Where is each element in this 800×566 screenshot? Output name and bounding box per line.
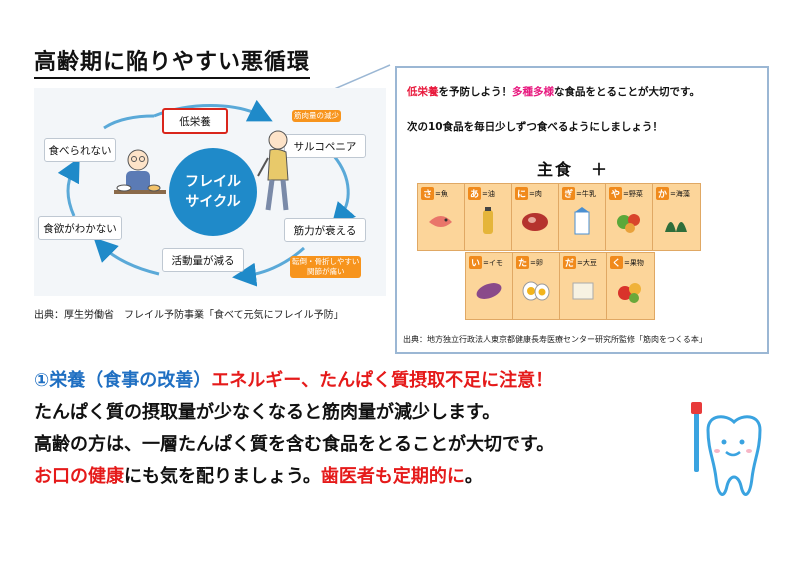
oral-health-black: にも気を配りましょう。 (124, 466, 321, 487)
food-card-label: か=海藻 (656, 187, 690, 200)
page-title: 高齢期に陥りやすい悪循環 (34, 50, 311, 79)
elderly-protein-sentence: 高齢の方は、一層たんぱく質を含む食品をとることが大切です。 (34, 434, 555, 455)
elderly-eating-illustration (114, 149, 166, 194)
food-illustration (476, 283, 502, 299)
food-kana: ぎ (562, 187, 575, 200)
panel-subline: 次の10食品を毎日少しずつ食べるようにしましょう！ (407, 121, 663, 133)
nutrition-heading-red: エネルギー、たんぱく質摂取不足に注意！ (211, 370, 554, 391)
cycle-source-caption: 出典：厚生労働省 フレイル予防事業「食べて元気にフレイル予防」 (34, 310, 344, 321)
food-card: あ=油 (464, 183, 513, 251)
note-fall-line1: 転倒・骨折しやすい (292, 257, 360, 266)
box-cannot-eat: 食べられない (44, 138, 116, 162)
oral-health-end: 。 (464, 466, 483, 487)
circle-line1: フレイル (185, 174, 241, 190)
protein-sentence: たんぱく質の摂取量が少なくなると筋肉量が減少します。 (34, 402, 501, 423)
food-card-label: あ=油 (468, 187, 495, 200)
food-card-label: だ=大豆 (563, 256, 597, 269)
staple-food-label: 主食 ＋ (537, 160, 610, 179)
food-card-label: に=肉 (515, 187, 542, 200)
note-muscle-loss: 筋肉量の減少 (292, 110, 341, 122)
food-card: に=肉 (511, 183, 560, 251)
box-undernutrition: 低栄養 (162, 108, 228, 134)
food-kana: に (515, 187, 528, 200)
frailty-cycle-circle: フレイル サイクル (169, 148, 257, 236)
panel-source-caption: 出典：地方独立行政法人東京都健康長寿医療センター研究所監修「筋肉をつくる本」 (403, 335, 707, 344)
food-illustration (617, 214, 640, 233)
food-kana: い (469, 256, 482, 269)
headline-important: な食品をとることが大切です。 (554, 86, 700, 98)
food-illustration (574, 207, 590, 235)
food-card: い=イモ (465, 252, 514, 320)
food-name: =油 (482, 189, 495, 198)
food-card: ぎ=牛乳 (558, 183, 607, 251)
food-kana: だ (563, 256, 576, 269)
ten-foods-panel: 低栄養を予防しよう！多種多様な食品をとることが大切です。 次の10食品を毎日少し… (395, 66, 769, 354)
oral-health-sentence: お口の健康にも気を配りましょう。歯医者も定期的に。 (34, 462, 483, 488)
food-name: =肉 (529, 189, 542, 198)
food-name: =野菜 (623, 189, 643, 198)
food-name: =大豆 (577, 258, 597, 267)
food-kana: あ (468, 187, 481, 200)
food-illustration (572, 282, 594, 300)
headline-prevent: を予防しよう！ (438, 86, 513, 98)
food-kana: や (609, 187, 622, 200)
food-card-label: い=イモ (469, 256, 503, 269)
oral-health-red: お口の健康 (34, 466, 124, 487)
dentist-red: 歯医者も定期的に (320, 466, 465, 487)
food-illustration (618, 283, 641, 303)
food-illustration (483, 207, 493, 234)
box-weak-muscle: 筋力が衰える (284, 218, 366, 242)
box-less-activity: 活動量が減る (162, 248, 244, 272)
food-card-label: く=果物 (610, 256, 644, 269)
box-no-appetite: 食欲がわかない (38, 216, 122, 240)
note-fall-line2: 関節が痛い (306, 267, 345, 276)
food-card: く=果物 (606, 252, 655, 320)
food-card-label: さ=魚 (421, 187, 448, 200)
circle-line2: サイクル (185, 194, 241, 210)
food-illustration (522, 281, 550, 301)
food-illustration (665, 222, 687, 232)
nutrition-heading-blue: ①栄養（食事の改善） (34, 370, 212, 391)
food-kana: さ (421, 187, 434, 200)
frailty-cycle-diagram: 低栄養 サルコペニア 筋力が衰える 活動量が減る 食欲がわかない 食べられない … (34, 88, 386, 296)
panel-headline: 低栄養を予防しよう！多種多様な食品をとることが大切です。 (407, 84, 700, 99)
food-kana: か (656, 187, 669, 200)
food-illustration (429, 216, 452, 227)
food-card: だ=大豆 (559, 252, 608, 320)
note-fall-risk: 転倒・骨折しやすい 関節が痛い (290, 256, 362, 278)
food-name: =イモ (483, 258, 503, 267)
food-card: や=野菜 (605, 183, 654, 251)
food-name: =海藻 (670, 189, 690, 198)
food-card: た=卵 (512, 252, 561, 320)
elderly-walking-illustration (257, 130, 289, 211)
food-name: =牛乳 (576, 189, 596, 198)
food-kana: た (516, 256, 529, 269)
food-illustration (522, 213, 548, 231)
food-card-label: た=卵 (516, 256, 543, 269)
headline-variety: 多種多様 (512, 86, 554, 98)
food-name: =卵 (530, 258, 543, 267)
food-card: か=海藻 (652, 183, 701, 251)
food-name: =果物 (624, 258, 644, 267)
food-card-label: や=野菜 (609, 187, 643, 200)
food-card-label: ぎ=牛乳 (562, 187, 596, 200)
food-name: =魚 (435, 189, 448, 198)
nutrition-heading: ①栄養（食事の改善）エネルギー、たんぱく質摂取不足に注意！ (34, 366, 553, 392)
headline-undernutrition: 低栄養 (407, 86, 439, 98)
food-card: さ=魚 (417, 183, 466, 251)
tooth-mascot-icon (691, 402, 762, 496)
food-kana: く (610, 256, 623, 269)
